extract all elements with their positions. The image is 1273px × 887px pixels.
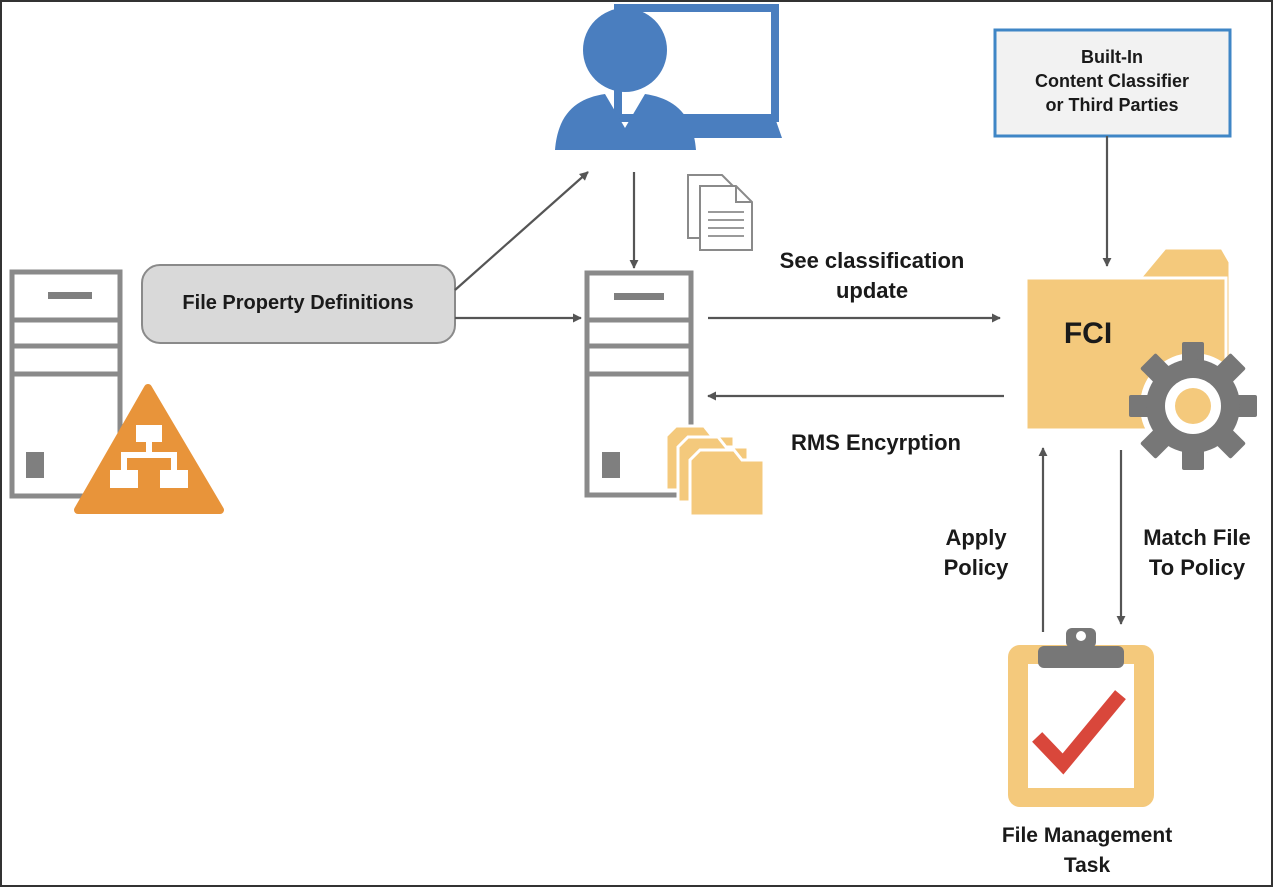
file-property-definitions-label: File Property Definitions xyxy=(182,292,413,314)
classifier-line-2: Content Classifier xyxy=(1035,71,1189,91)
user-laptop-icon xyxy=(555,4,782,150)
arrow-definitions-to-user xyxy=(454,171,589,291)
classification-label-line-1: See classification xyxy=(780,248,965,273)
match-file-line-1: Match File xyxy=(1143,525,1251,550)
content-classifier-node: Built-In Content Classifier or Third Par… xyxy=(993,28,1232,138)
source-server-icon xyxy=(9,269,123,499)
checkmark-icon xyxy=(1032,690,1126,775)
classifier-line-3: or Third Parties xyxy=(1045,95,1178,115)
gear-icon xyxy=(1129,342,1257,470)
file-management-task-node: File Management Task xyxy=(1002,628,1172,877)
hierarchy-warning-icon xyxy=(74,384,224,514)
task-line-2: Task xyxy=(1064,854,1111,877)
apply-policy-line-2: Policy xyxy=(944,555,1010,580)
fci-label: FCI xyxy=(1064,317,1112,350)
file-property-definitions-node: File Property Definitions xyxy=(141,264,456,344)
classification-label-line-2: update xyxy=(836,278,908,303)
classifier-line-1: Built-In xyxy=(1081,47,1143,67)
apply-policy-line-1: Apply xyxy=(945,525,1007,550)
task-line-1: File Management xyxy=(1002,824,1172,847)
encrypted-folders-icon xyxy=(664,424,766,518)
documents-icon xyxy=(687,174,753,251)
rms-encryption-label: RMS Encyrption xyxy=(791,430,961,455)
connectors xyxy=(454,136,1126,632)
match-file-line-2: To Policy xyxy=(1149,555,1246,580)
